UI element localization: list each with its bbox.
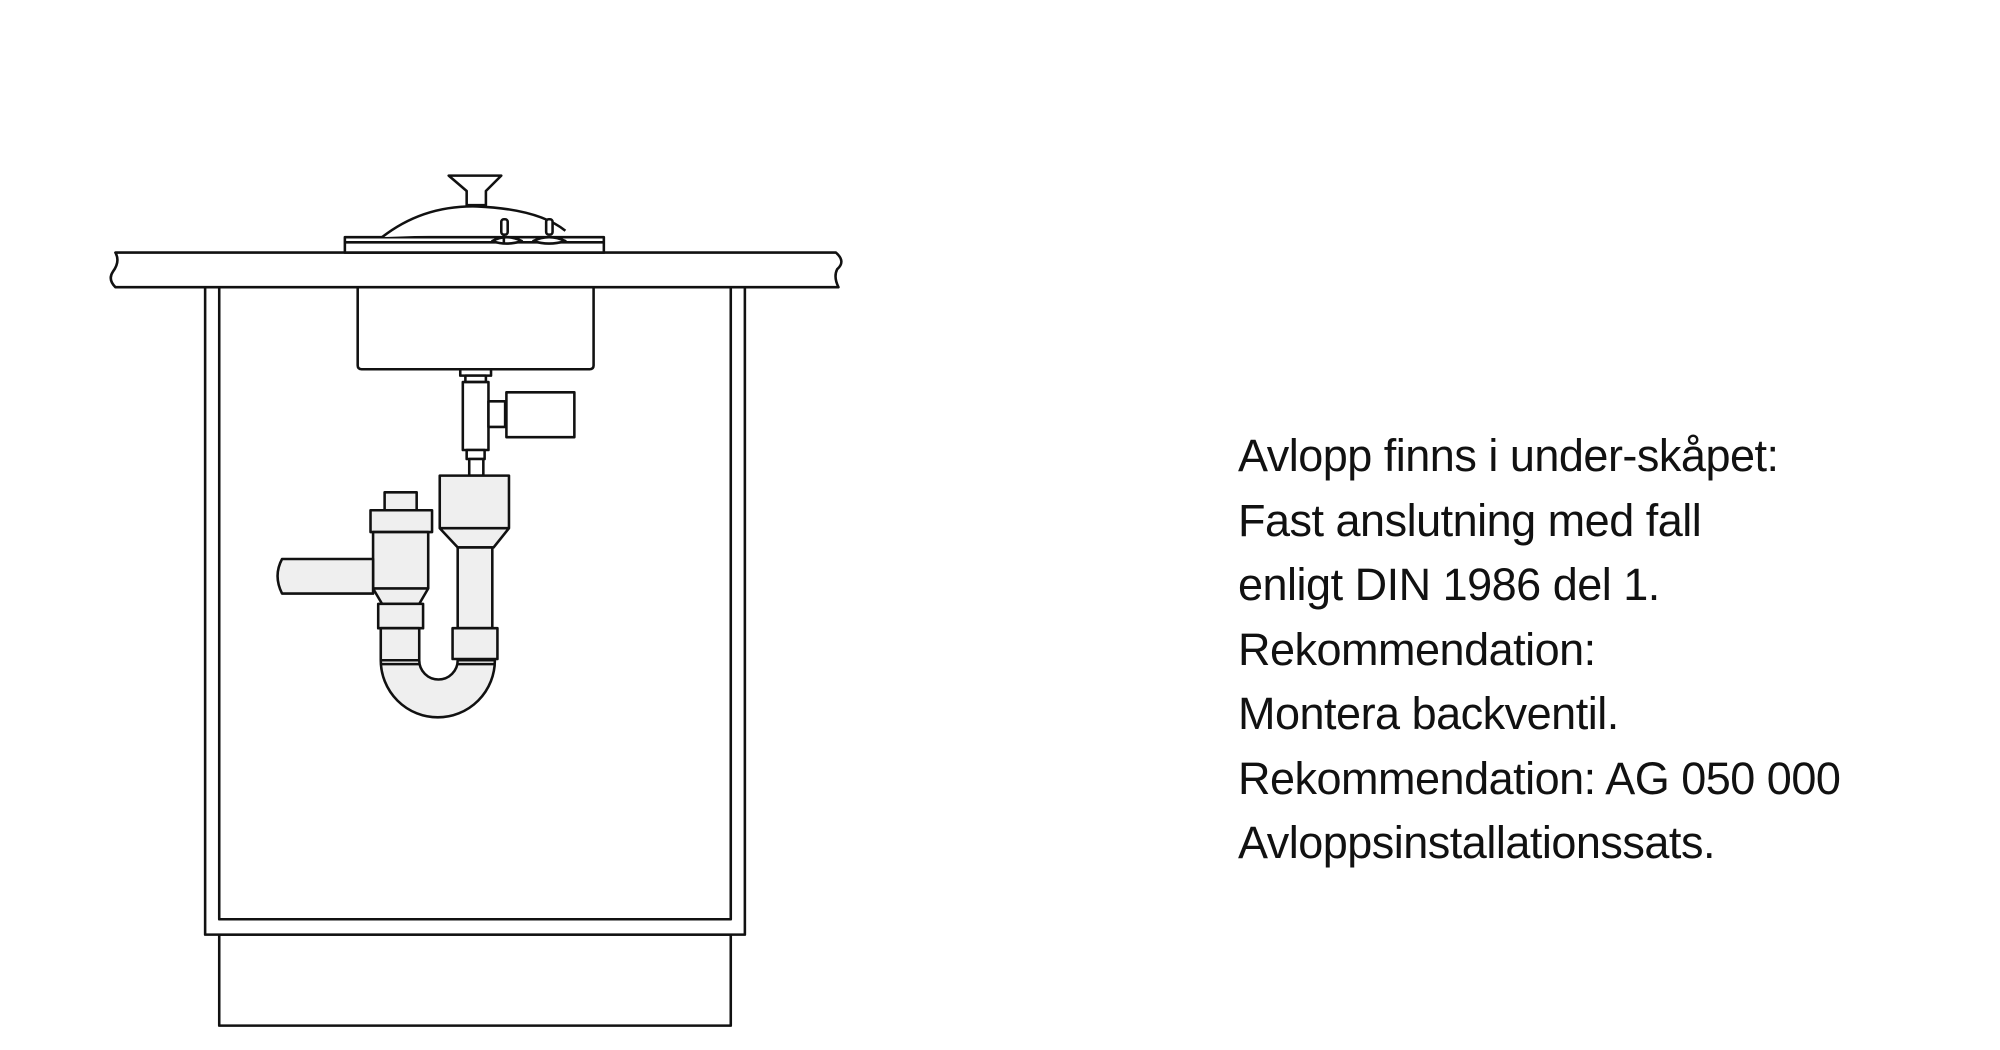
instruction-line: Fast anslutning med fall [1238, 494, 1702, 546]
instruction-line: Montera backventil. [1238, 688, 1619, 739]
instruction-line: Avlopp finns i under-skåpet: [1238, 430, 1779, 481]
tap-handles [491, 217, 567, 245]
sink-lid-dome [381, 205, 567, 239]
countertop [109, 251, 843, 289]
instruction-line: enligt DIN 1986 del 1. [1238, 559, 1660, 610]
instruction-line: Rekommendation: [1238, 623, 1596, 675]
installation-instructions: Avlopp finns i under-skåpet: Fast anslut… [1238, 424, 1841, 876]
siphon-trap [276, 474, 511, 719]
instruction-line: Avloppsinstallationssats. [1238, 817, 1715, 868]
side-inlet-pipe [276, 557, 375, 595]
instruction-line: Rekommendation: AG 050 000 [1238, 752, 1841, 804]
sink-bowl [356, 287, 595, 371]
drain-valve [458, 367, 576, 477]
cabinet-plinth [217, 933, 733, 1027]
lid-knob-icon [447, 174, 503, 207]
